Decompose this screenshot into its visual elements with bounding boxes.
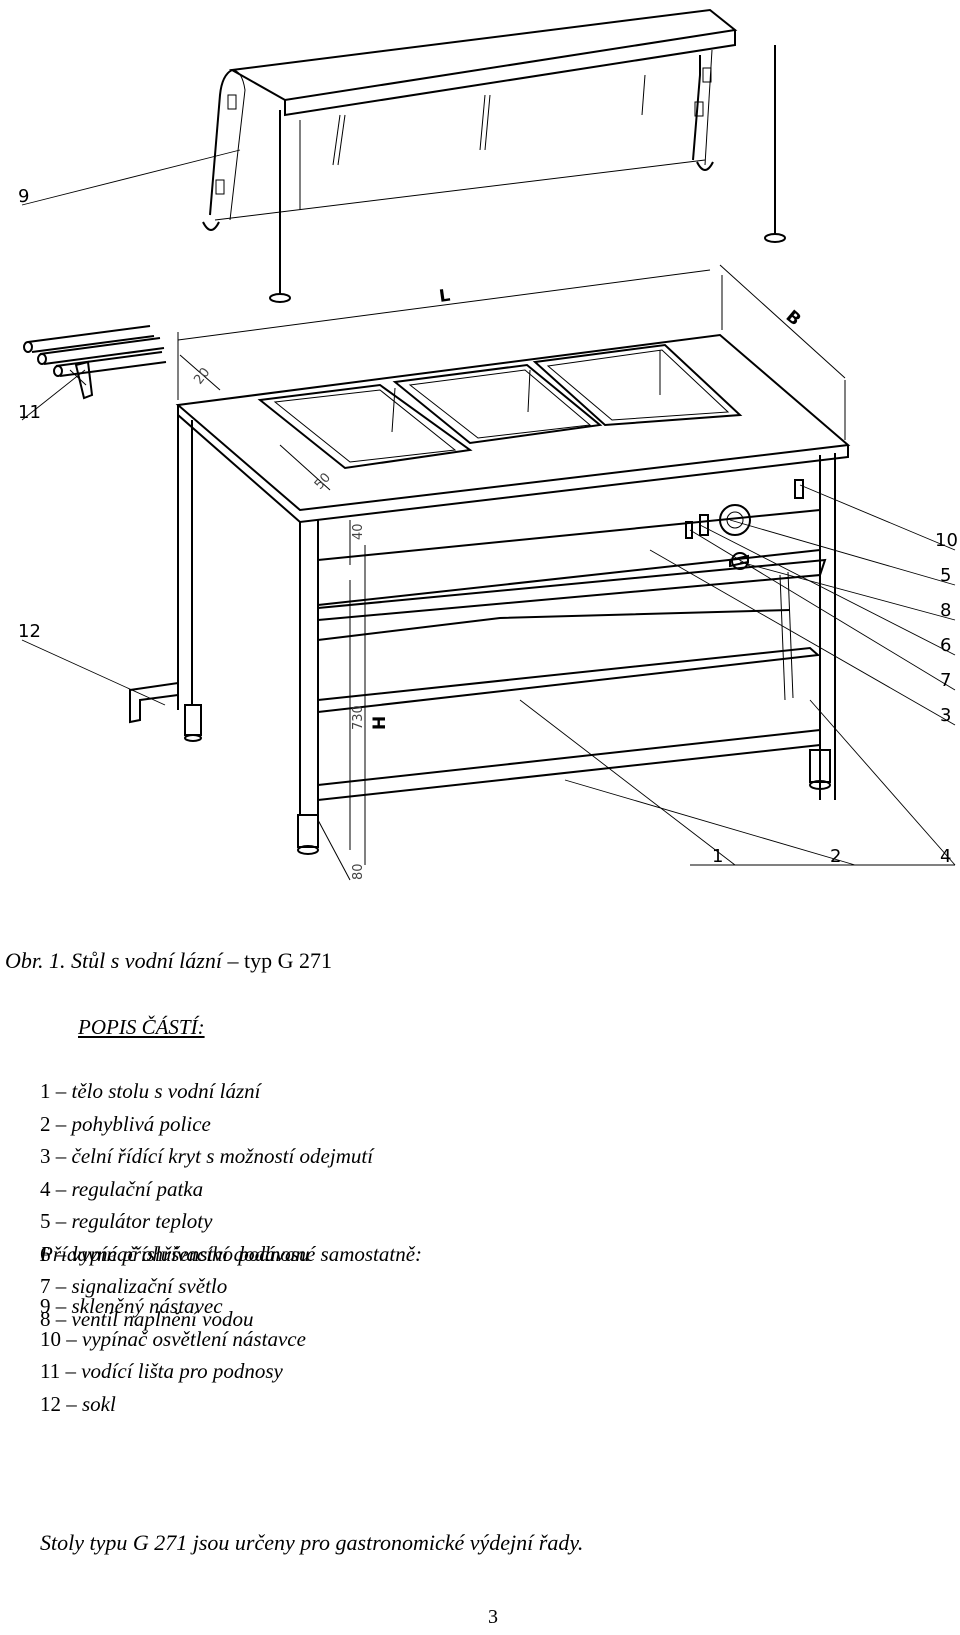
callout-7: 7 xyxy=(940,670,951,691)
list-item: 2 – pohyblivá police xyxy=(40,1111,211,1136)
list-item: 5 – regulátor teploty xyxy=(40,1209,213,1233)
list-item: 8 – ventil naplnění vodou xyxy=(40,1306,254,1331)
figure-caption: Obr. 1. Stůl s vodní lázní – typ G 271 xyxy=(5,948,332,974)
callout-12: 12 xyxy=(18,621,41,642)
usage-note: Stoly typu G 271 jsou určeny pro gastron… xyxy=(40,1530,584,1555)
table-body xyxy=(129,333,851,855)
list-item: 12 – sokl xyxy=(40,1391,116,1416)
glass-superstructure xyxy=(202,8,786,303)
list-item: 11 – vodící lišta pro podnosy xyxy=(40,1359,283,1383)
callout-1: 1 xyxy=(712,846,723,867)
list-item: 4 – regulační patka xyxy=(40,1176,204,1201)
dim-20: 20 xyxy=(191,365,213,387)
callout-11: 11 xyxy=(18,402,41,423)
accessories-title: Přídavné příslušenství dodávané samostat… xyxy=(40,1242,423,1266)
dim-80: 80 xyxy=(351,863,366,880)
list-item: 10 – vypínač osvětlení nástavce xyxy=(40,1326,306,1351)
caption-text: Stůl s vodní lázní xyxy=(71,948,222,973)
page-number: 3 xyxy=(488,1606,498,1628)
leader-lines xyxy=(21,149,956,866)
callout-9: 9 xyxy=(18,186,29,207)
list-item: 1 – tělo stolu s vodní lázní xyxy=(40,1079,261,1103)
tray-rail xyxy=(23,325,167,400)
dim-L: L xyxy=(438,286,452,307)
dim-730: 730 xyxy=(351,705,366,730)
technical-drawing: L B 20 50 40 H 730 80 9 11 12 10 5 8 6 7… xyxy=(18,8,958,881)
callout-10: 10 xyxy=(935,530,958,551)
caption-prefix: Obr. 1. xyxy=(5,948,66,973)
list-item: 6 – vypínač ohřívacího podnosu xyxy=(40,1241,310,1266)
dim-H: H xyxy=(370,716,390,730)
callout-2: 2 xyxy=(830,846,841,867)
dim-B: B xyxy=(782,307,805,331)
list-item: 3 – čelní řídící kryt s možností odejmut… xyxy=(40,1144,374,1168)
dim-40: 40 xyxy=(351,523,366,540)
callout-8: 8 xyxy=(940,600,951,621)
list-item: 9 – skleněný nástavec xyxy=(40,1294,223,1318)
list-item: 7 – signalizační světlo xyxy=(40,1274,228,1298)
parts-list: 1 – tělo stolu s vodní lázní 2 – pohybli… xyxy=(40,1075,373,1335)
callout-numbers: 9 11 12 10 5 8 6 7 3 1 2 4 xyxy=(18,186,958,867)
dim-50: 50 xyxy=(312,470,334,492)
accessories-list: 9 – skleněný nástavec 10 – vypínač osvět… xyxy=(40,1290,306,1420)
callout-3: 3 xyxy=(940,705,951,726)
caption-type: – typ G 271 xyxy=(227,948,332,973)
parts-heading: POPIS ČÁSTÍ: xyxy=(78,1015,205,1039)
callout-6: 6 xyxy=(940,635,951,656)
callout-4: 4 xyxy=(940,846,951,867)
callout-5: 5 xyxy=(940,565,951,586)
